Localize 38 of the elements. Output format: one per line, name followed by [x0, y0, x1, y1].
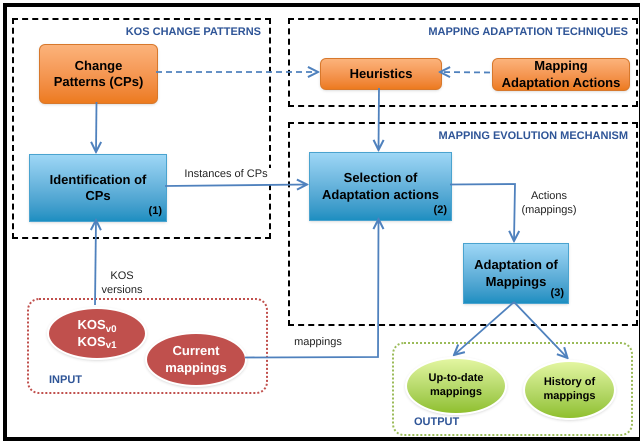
arrow [372, 88, 385, 151]
arrow [90, 102, 102, 153]
process-box [309, 152, 452, 221]
group-heading: INPUT [49, 372, 82, 388]
node-label: Heuristics [350, 66, 412, 82]
node-label: Up-to-date mappings [428, 372, 484, 400]
node-label: History of mappings [542, 376, 596, 404]
node-label: KOS$_{v0}$ KOS$_{v1}$ [76, 317, 118, 350]
node-label: Identification of CPs [48, 172, 148, 204]
group-heading: MAPPING ADAPTATION TECHNIQUES [428, 25, 628, 40]
process-box [463, 243, 569, 304]
node-label: Mapping Adaptation Actions [501, 58, 621, 91]
group-frame [288, 122, 638, 326]
arrow [450, 183, 520, 242]
group-frame [288, 18, 638, 107]
arrow [90, 219, 102, 306]
group-frame [27, 298, 268, 394]
process-box [29, 154, 167, 222]
arrow [439, 66, 490, 78]
node-label: Adaptation of Mappings [473, 257, 558, 289]
node-label: Current mappings [164, 343, 228, 376]
group-heading: MAPPING EVOLUTION MECHANISM [438, 129, 628, 144]
group-frame [12, 18, 271, 239]
step-number: (2) [434, 204, 447, 218]
arrow [156, 66, 319, 78]
process-box [39, 44, 158, 104]
arrow [245, 218, 384, 358]
arrow [513, 301, 568, 359]
group-frame [392, 342, 633, 436]
node-label: Selection of Adaptation actions [320, 170, 440, 203]
arrow [453, 301, 515, 356]
process-box [320, 58, 442, 90]
node-label: Change Patterns (CPs) [52, 58, 144, 90]
step-number: (1) [148, 205, 162, 219]
group-heading: OUTPUT [414, 414, 460, 430]
group-heading: KOS CHANGE PATTERNS [126, 25, 261, 40]
step-number: (3) [550, 287, 564, 301]
arrow [165, 178, 308, 191]
